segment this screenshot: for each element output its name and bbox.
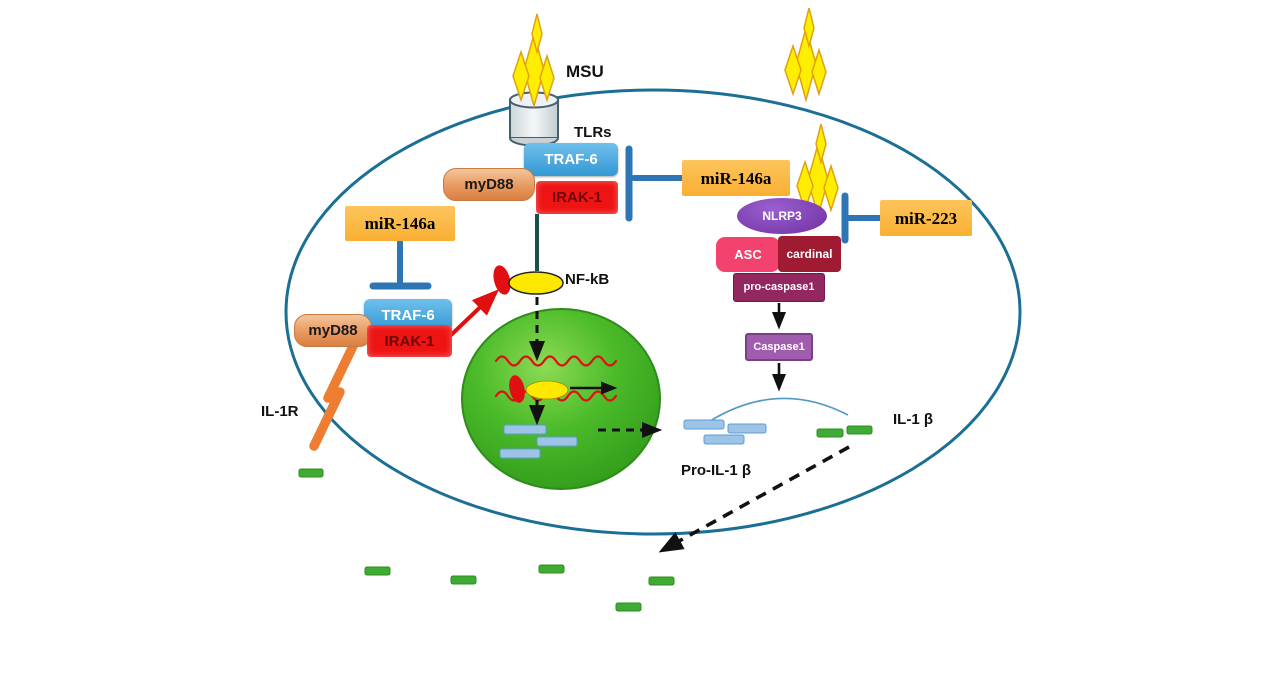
secreted-il1b-bars <box>298 468 675 612</box>
mrna-bar <box>503 424 547 435</box>
pro-il1b-bars <box>683 419 767 445</box>
msu-crystals-top <box>512 13 555 107</box>
nfkb-in-nucleus <box>525 380 569 400</box>
transcription-factor-red <box>509 375 525 403</box>
myd88-box-left: myD88 <box>294 314 372 347</box>
myd88-box-top: myD88 <box>443 168 535 201</box>
irak1-box-top: IRAK-1 <box>536 181 618 214</box>
mir146a-box-right: miR-146a <box>682 160 790 196</box>
mrna-bar <box>536 436 578 447</box>
il1b-bars <box>816 425 873 438</box>
mir146a-left-inhibition <box>369 239 432 290</box>
mir223-box: miR-223 <box>880 200 972 236</box>
mir146a-right-inhibition <box>625 145 685 222</box>
nlrp3-ellipse: NLRP3 <box>737 198 827 234</box>
cleavage-arc <box>709 397 849 422</box>
il1r-label: IL-1R <box>261 403 299 420</box>
msu-label: MSU <box>566 62 604 81</box>
mir146a-box-left: miR-146a <box>345 206 455 241</box>
asc-box: ASC <box>716 237 780 272</box>
nfkb-label: NF-kB <box>565 271 610 288</box>
nucleus <box>461 308 661 490</box>
nfkb-subunit-yellow <box>508 271 564 295</box>
dna-strand-1 <box>494 355 618 367</box>
mir223-inhibition <box>841 192 883 244</box>
il1b-label: IL-1 β <box>893 411 933 428</box>
tlrs-label: TLRs <box>574 124 612 141</box>
il1b-secretion-arrow <box>658 445 850 553</box>
pro-caspase1-box: pro-caspase1 <box>733 273 825 302</box>
il1r-receptor <box>309 339 359 451</box>
activation-arrow-red <box>448 289 500 338</box>
nfkb-subunit-red <box>493 265 511 295</box>
pro-il1b-label: Pro-IL-1 β <box>681 462 751 479</box>
cardinal-box: cardinal <box>778 236 841 272</box>
msu-crystals-right-outside <box>784 7 827 101</box>
traf6-box-top: TRAF-6 <box>524 143 618 176</box>
mrna-bar <box>499 448 541 459</box>
irak1-box-left: IRAK-1 <box>367 325 452 357</box>
caspase1-box: Caspase1 <box>745 333 813 361</box>
